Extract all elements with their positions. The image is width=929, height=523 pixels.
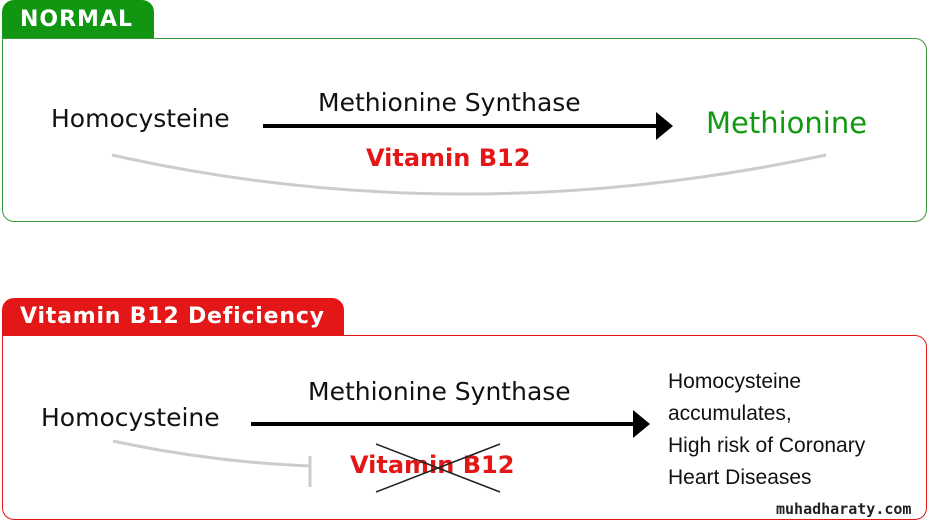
normal-panel bbox=[2, 38, 927, 222]
outcome-line: High risk of Coronary bbox=[668, 434, 866, 457]
deficiency-tab: Vitamin B12 Deficiency bbox=[2, 298, 344, 336]
deficiency-enzyme-label: Methionine Synthase bbox=[308, 377, 571, 406]
deficiency-blocked-arc bbox=[112, 439, 311, 468]
normal-tab: NORMAL bbox=[2, 0, 154, 38]
watermark: muhadharaty.com bbox=[776, 500, 912, 518]
normal-cofactor-arc bbox=[111, 153, 827, 196]
outcome-line: Heart Diseases bbox=[668, 466, 812, 489]
deficiency-outcome-text: Homocysteine accumulates, High risk of C… bbox=[668, 366, 918, 494]
deficiency-panel bbox=[2, 335, 927, 520]
outcome-line: Homocysteine bbox=[668, 370, 802, 393]
normal-cofactor-label: Vitamin B12 bbox=[366, 144, 531, 172]
deficiency-substrate-label: Homocysteine bbox=[41, 403, 220, 432]
deficiency-reaction-arrowhead bbox=[633, 410, 650, 438]
normal-substrate-label: Homocysteine bbox=[51, 104, 230, 133]
normal-enzyme-label: Methionine Synthase bbox=[318, 88, 581, 117]
normal-product-label: Methionine bbox=[706, 106, 868, 140]
normal-reaction-arrowhead bbox=[656, 112, 673, 140]
strike-cross-line-2 bbox=[375, 443, 501, 493]
outcome-line: accumulates, bbox=[668, 402, 792, 425]
